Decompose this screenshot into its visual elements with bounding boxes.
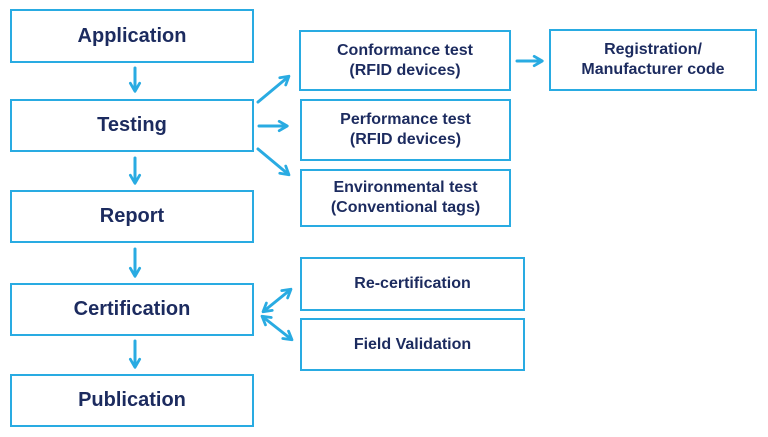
node-conformance-test: Conformance test (RFID devices) (299, 30, 511, 91)
node-registration-line1: Registration/ (604, 41, 702, 59)
node-application-label: Application (77, 24, 187, 47)
node-publication-label: Publication (78, 389, 186, 412)
arrow-testing-conformance (256, 74, 291, 104)
node-registration-manufacturer-code: Registration/ Manufacturer code (549, 29, 757, 91)
node-registration-line2: Manufacturer code (581, 61, 725, 78)
node-testing-label: Testing (97, 114, 167, 137)
node-conformance-test-line2: (RFID devices) (349, 61, 461, 79)
node-environmental-test-line2: (Conventional tags) (330, 199, 481, 216)
node-field-validation: Field Validation (300, 318, 525, 371)
node-publication: Publication (10, 374, 254, 427)
node-field-validation-label: Field Validation (353, 335, 472, 353)
node-performance-test: Performance test (RFID devices) (300, 99, 511, 161)
node-certification: Certification (10, 283, 254, 336)
node-environmental-test: Environmental test (Conventional tags) (300, 169, 511, 227)
node-performance-test-line2: (RFID devices) (349, 131, 462, 148)
node-environmental-test-line1: Environmental test (333, 179, 478, 197)
node-testing: Testing (10, 99, 254, 152)
node-recertification: Re-certification (300, 257, 525, 311)
node-recertification-label: Re-certification (354, 275, 471, 293)
arrow-certification-recertification (261, 287, 293, 314)
node-performance-test-line1: Performance test (340, 111, 471, 129)
node-application: Application (10, 9, 254, 63)
arrow-certification-field-validation (260, 314, 294, 342)
node-conformance-test-line1: Conformance test (336, 41, 474, 59)
node-report: Report (10, 190, 254, 243)
node-report-label: Report (99, 205, 165, 228)
node-certification-label: Certification (73, 298, 191, 321)
arrow-testing-environmental (256, 147, 291, 177)
